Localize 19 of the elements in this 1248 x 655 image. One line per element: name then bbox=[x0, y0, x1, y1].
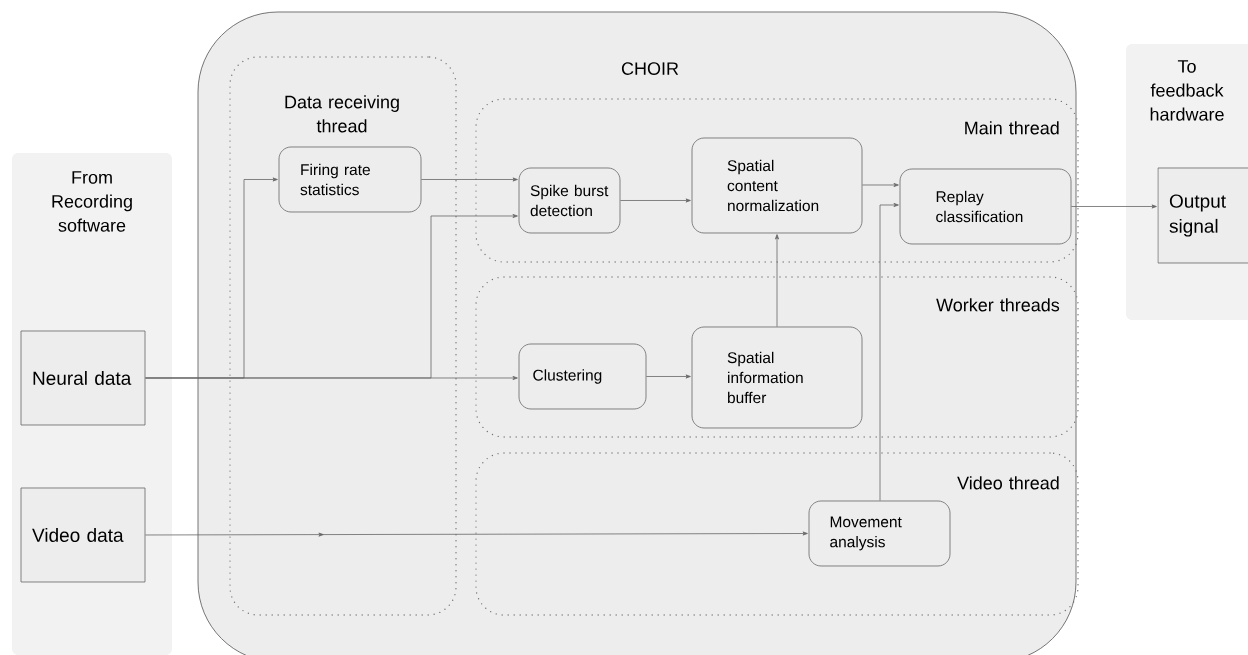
arrow bbox=[1071, 204, 1157, 209]
data-box: Video data bbox=[20, 487, 146, 583]
arrow bbox=[879, 203, 899, 501]
process-box: Spike burst detection bbox=[518, 167, 621, 234]
arrow bbox=[862, 183, 899, 187]
process-box: Clustering bbox=[518, 343, 647, 410]
arrow bbox=[646, 374, 691, 379]
arrow bbox=[145, 531, 808, 537]
arrow bbox=[421, 177, 518, 182]
process-box: Replay classification bbox=[899, 168, 1072, 245]
process-box: Spatial content normalization bbox=[691, 137, 863, 234]
arrow bbox=[620, 198, 691, 203]
process-box: Movement analysis bbox=[808, 500, 951, 567]
process-box: Firing rate statistics bbox=[278, 146, 422, 213]
data-box: Neural data bbox=[20, 330, 146, 426]
process-box: Spatial information buffer bbox=[691, 326, 863, 429]
data-box: Output signal bbox=[1157, 167, 1248, 264]
arrow bbox=[775, 234, 779, 327]
arrow bbox=[145, 376, 518, 380]
